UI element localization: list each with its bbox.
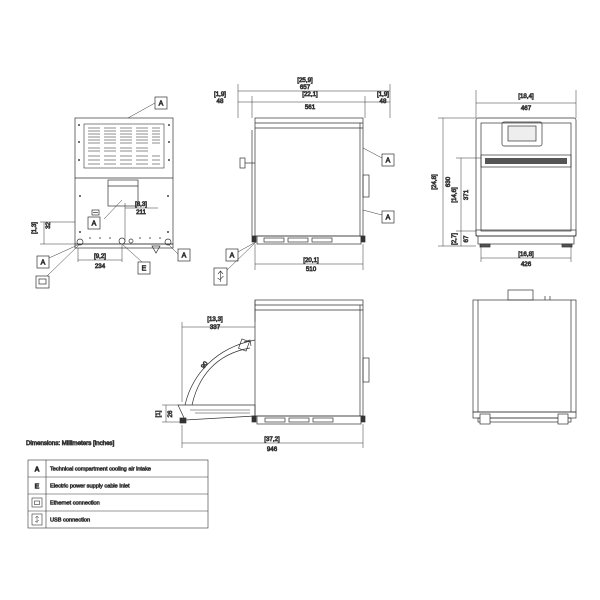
rear-callout-e-label: E <box>142 266 147 273</box>
open-small-mm: 26 <box>167 410 174 417</box>
legend-usb-icon <box>31 513 43 526</box>
side-right-in: [1,9] <box>377 91 389 98</box>
legend-text-usb: USB connection <box>50 518 90 524</box>
door-arc-mm: 90 <box>200 360 210 370</box>
side-inner-in: [22,1] <box>302 91 318 98</box>
open-top-mm: 337 <box>210 324 221 331</box>
opened-door <box>177 404 256 421</box>
front-height-mm: 630 <box>445 176 452 187</box>
legend-ethernet-icon <box>31 497 43 508</box>
rear-small-h-in: [1,3] <box>31 222 38 234</box>
rear-vent-grille <box>83 123 165 169</box>
rear-callout-a-mid <box>87 216 101 230</box>
rear-inner-w-mm: 211 <box>136 209 146 216</box>
side-body <box>254 117 364 237</box>
front-view: [18,4] 467 [24,8] 630 [14,6] 371 [2,7] 6… <box>431 90 577 268</box>
rear-callout-a-left <box>36 255 50 269</box>
front-width-in: [18,4] <box>518 93 534 100</box>
rear-callout-a-right-label: A <box>182 253 187 260</box>
legend-key-e: E <box>35 484 40 491</box>
front-door-h-mm: 371 <box>463 189 470 200</box>
rear-callout-a-top-label: A <box>159 101 164 108</box>
side-callout-a-lower <box>381 210 395 224</box>
open-door-view: [13,3] 337 [37,2] 946 [1] 26 90 <box>155 299 370 453</box>
front-door-h-in: [14,6] <box>451 187 458 203</box>
front-width-mm: 467 <box>521 105 532 112</box>
rear-view: [1,3] 32 [8,3] 211 [9,2] 234 A A A A E <box>31 96 191 289</box>
open-total-in: [37,2] <box>264 436 280 443</box>
rear-callout-e <box>137 261 151 275</box>
rear-left-foot <box>76 238 84 246</box>
rear-small-h-mm: 32 <box>45 221 52 228</box>
usb-icon <box>217 270 224 282</box>
side-depth-in: [20,1] <box>303 257 319 264</box>
front-inner-w-in: [16,8] <box>518 251 534 258</box>
side-left-mm: 48 <box>217 98 224 105</box>
open-top-in: [13,3] <box>207 316 223 323</box>
side-callout-a-lower-label: A <box>386 215 391 222</box>
open-total-mm: 946 <box>267 446 278 453</box>
front-height-in: [24,8] <box>431 174 438 190</box>
door-swing-arc <box>184 339 256 406</box>
rear-left-mm: 234 <box>95 263 106 270</box>
side-callout-a-upper <box>381 153 395 167</box>
rear-perspective-view <box>472 289 577 425</box>
legend-text-e: Electric power supply cable inlet <box>50 484 130 490</box>
legend-table: A Technical compartment cooling air inta… <box>27 459 209 529</box>
side-callout-a-front-label: A <box>230 253 235 260</box>
side-handle <box>239 157 246 169</box>
legend-key-a: A <box>34 467 39 474</box>
open-body <box>254 299 364 417</box>
rear-ethernet-callout <box>35 275 50 289</box>
side-inner-mm: 561 <box>305 104 316 111</box>
legend-text-a: Technical compartment cooling air intake <box>50 467 151 473</box>
side-top-total-mm: 657 <box>300 84 311 91</box>
rear-callout-a-right <box>177 248 191 262</box>
top-vent-box <box>507 289 534 301</box>
side-rear-box <box>362 174 370 198</box>
side-top-total-in: [25,9] <box>297 77 313 84</box>
open-small-in: [1] <box>155 410 162 417</box>
dimensions-caption: Dimensions: Millimeters [inches] <box>26 440 115 447</box>
rear-left-in: [9,2] <box>94 253 106 260</box>
side-view: [25,9] 657 [22,1] 561 [1,9] 48 [1,9] 48 … <box>214 77 395 286</box>
power-inlet-port <box>118 237 126 245</box>
front-control-panel <box>501 121 543 147</box>
rear-right-foot <box>164 238 172 246</box>
side-right-mm: 48 <box>380 98 387 105</box>
rear-callout-a-left-label: A <box>41 260 46 267</box>
side-depth-mm: 510 <box>306 266 317 273</box>
ethernet-icon <box>38 278 47 285</box>
rear-callout-a-mid-label: A <box>92 221 97 228</box>
front-foot-mm: 67 <box>463 235 470 242</box>
rear-label-plate <box>107 179 139 207</box>
side-left-in: [1,9] <box>214 91 226 98</box>
perspective-body <box>472 299 577 413</box>
ground-triangle-icon <box>151 245 161 254</box>
side-callout-a-front <box>225 248 239 262</box>
side-callout-a-upper-label: A <box>386 158 391 165</box>
rear-inner-w-in: [8,3] <box>135 201 147 208</box>
rear-callout-a-top <box>154 96 168 110</box>
front-inner-w-mm: 426 <box>521 261 532 268</box>
front-display-screen <box>507 125 537 142</box>
front-door-handle-bar <box>480 154 572 168</box>
front-foot-in: [2,7] <box>451 233 458 245</box>
legend-text-ethernet: Ethernet connection <box>50 501 100 507</box>
rear-port <box>91 209 100 216</box>
